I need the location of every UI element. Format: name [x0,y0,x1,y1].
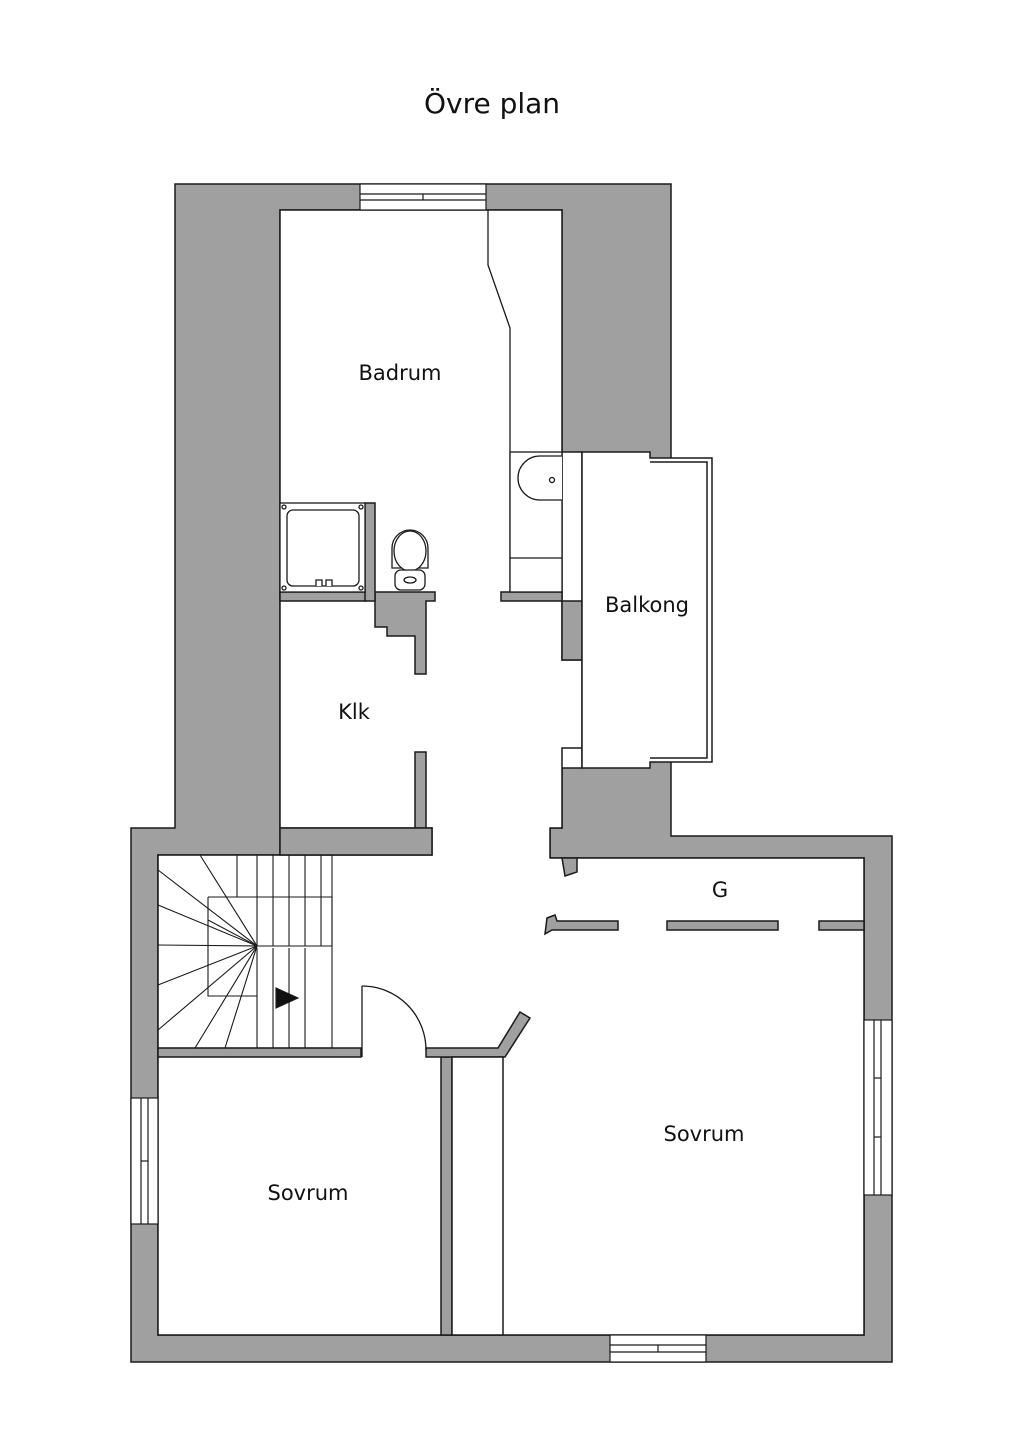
wardrobe-column [451,1056,504,1336]
stair-outline [157,854,333,1049]
door-bedroom-left-icon [361,985,427,1057]
interior-walls [157,502,865,1336]
window-top [359,183,487,211]
wall-hall-left [544,914,619,936]
wall-toilet-ledge [374,591,436,675]
staircase [157,854,333,1049]
wall-closet-bottom [279,827,433,856]
balcony-outline [581,451,713,769]
label-closet: Klk [338,700,371,724]
label-bedroom-right: Sovrum [663,1122,744,1146]
label-hall: G [712,878,728,902]
wall-stair-bottom [157,1047,362,1058]
label-balcony: Balkong [605,593,689,617]
wall-closet-lower [414,751,427,829]
wall-bath-closet [279,591,367,602]
windows [130,183,893,1363]
plan-title: Övre plan [424,86,560,120]
doors [361,985,427,1057]
room-labels: Badrum Balkong Klk G Sovrum Sovrum [267,361,744,1205]
wall-bedroom-left-right [440,1056,453,1336]
bathroom-fixtures [279,210,563,593]
stair-arrow-icon [275,987,300,1009]
toilet-icon [391,529,429,591]
window-left [130,1097,159,1225]
label-bathroom: Badrum [358,361,441,385]
wall-door-frame [425,1010,532,1058]
wall-shower-side [364,502,376,602]
balcony [581,451,713,769]
wall-balcony-left [561,600,583,661]
stair-treads [157,854,322,1049]
wall-hall-right [818,920,865,931]
wall-corner-notch [561,857,578,877]
shower-icon [279,502,366,593]
balcony-rail [650,461,708,759]
label-bedroom-left: Sovrum [267,1181,348,1205]
wall-bath-right [500,591,563,602]
stair-inner [207,896,333,1048]
window-right [863,1019,893,1196]
window-bottom [609,1334,707,1363]
wall-hall-mid [666,920,779,931]
sink-icon [517,455,562,501]
